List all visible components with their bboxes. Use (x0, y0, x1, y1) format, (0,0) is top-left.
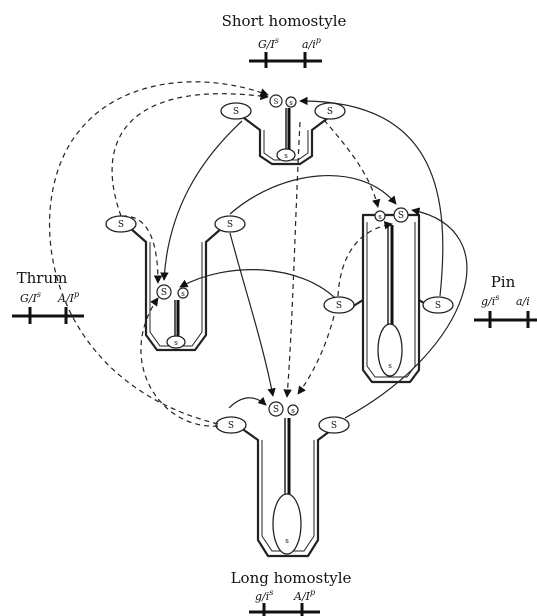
svg-text:S: S (273, 405, 279, 415)
svg-text:G/Is: G/Is (258, 36, 279, 51)
short-homostyle-flower: s S S S s (221, 95, 345, 164)
svg-text:S: S (227, 220, 233, 230)
long-homostyle-locus2: A/I (293, 590, 311, 603)
short-homostyle-title: Short homostyle (222, 12, 347, 30)
pin-flower: s S S s S (324, 208, 453, 382)
pollination-arrows (50, 82, 467, 426)
svg-text:A/Ip: A/Ip (57, 290, 79, 305)
svg-text:s: s (291, 407, 295, 415)
svg-text:S: S (398, 211, 404, 221)
thrum-title: Thrum (17, 269, 68, 287)
short-homostyle-genotype: G/Is a/ip (249, 36, 322, 68)
short-homostyle-locus2: a/i (302, 38, 316, 51)
dashed-arrow (298, 316, 334, 394)
svg-text:A/Ip: A/Ip (293, 588, 315, 603)
svg-text:S: S (274, 98, 279, 106)
svg-text:s: s (174, 339, 178, 347)
svg-text:S: S (336, 301, 342, 311)
solid-arrow (164, 121, 242, 280)
svg-text:S: S (233, 107, 239, 117)
thrum-locus1: G/I (20, 292, 37, 305)
svg-text:g/is: g/is (481, 293, 499, 308)
pin-locus2: a/i (516, 295, 530, 308)
pin-genotype: g/is a/i (474, 293, 537, 328)
solid-arrow (230, 233, 273, 396)
svg-text:s: s (284, 152, 288, 160)
long-homostyle-title: Long homostyle (231, 569, 352, 587)
svg-text:g/is: g/is (255, 588, 273, 603)
long-homostyle-flower: s S S S s (216, 402, 349, 556)
long-homostyle-locus1: g/i (255, 590, 269, 603)
svg-text:S: S (161, 288, 167, 298)
long-homostyle-genotype: g/is A/Ip (249, 588, 320, 616)
dashed-arrow (338, 224, 392, 296)
pin-locus1: g/i (481, 295, 495, 308)
pin-title: Pin (491, 273, 516, 291)
solid-arrow (300, 101, 443, 296)
svg-text:s: s (378, 213, 382, 221)
short-homostyle-locus1: G/I (258, 38, 275, 51)
thrum-group: Thrum G/Is A/Ip s S S S s (12, 216, 245, 350)
thrum-flower: s S S S s (106, 216, 245, 350)
svg-text:S: S (228, 421, 234, 431)
svg-text:S: S (327, 107, 333, 117)
short-homostyle-group: Short homostyle G/Is a/ip s S S S s (221, 12, 346, 164)
ovary (273, 494, 301, 554)
svg-text:s: s (388, 362, 392, 370)
dashed-arrow (324, 120, 378, 207)
svg-text:a/ip: a/ip (302, 36, 321, 51)
svg-text:G/Is: G/Is (20, 290, 41, 305)
svg-text:S: S (435, 301, 441, 311)
solid-arrow (229, 398, 266, 408)
svg-text:a/i: a/i (516, 295, 530, 308)
svg-text:s: s (181, 290, 185, 298)
solid-arrow (180, 270, 335, 298)
pin-group: Pin g/is a/i s S S s S (324, 208, 537, 382)
svg-text:S: S (118, 220, 124, 230)
solid-arrow (230, 176, 396, 214)
svg-text:s: s (289, 99, 293, 107)
svg-text:S: S (331, 421, 337, 431)
svg-text:s: s (285, 537, 289, 545)
long-homostyle-group: s S S S s Long homostyle g/is A/Ip (216, 402, 352, 616)
